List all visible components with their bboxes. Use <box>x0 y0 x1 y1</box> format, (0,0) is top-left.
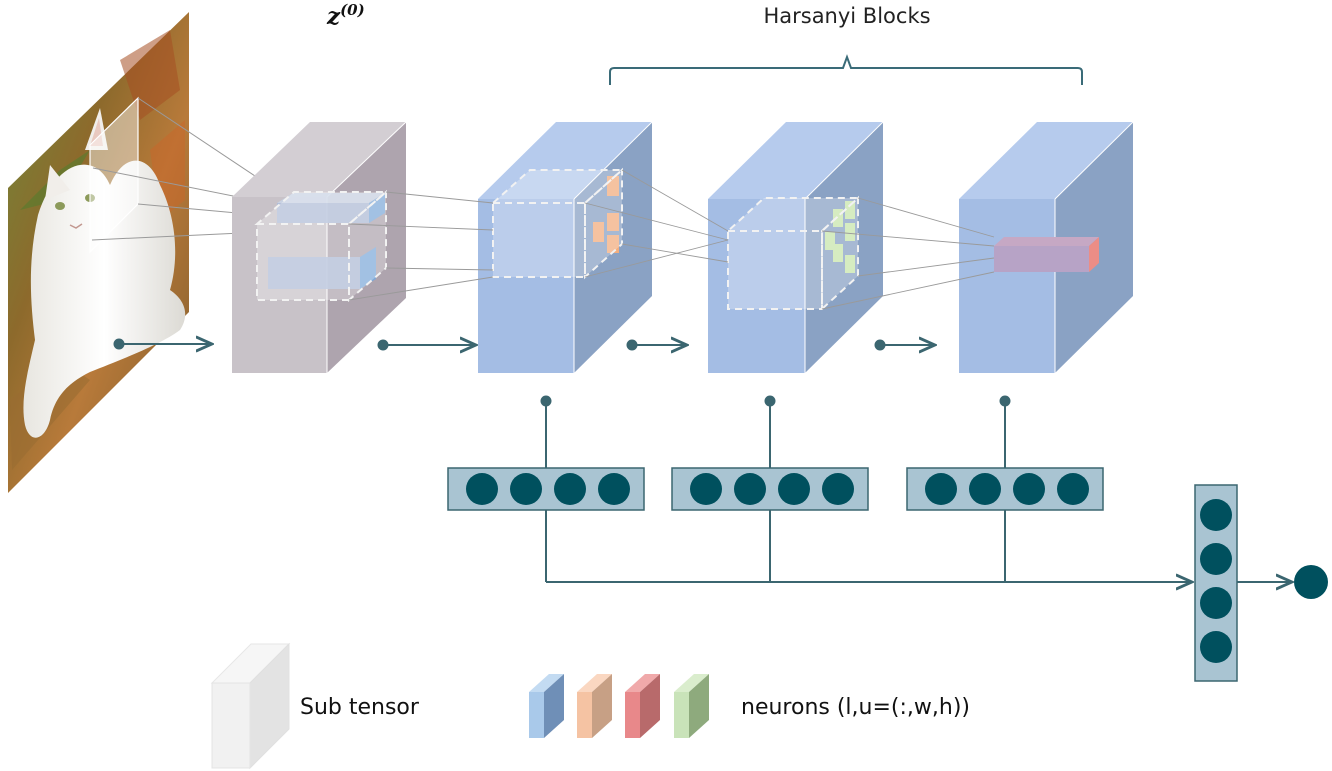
harsanyi-blocks-label: Harsanyi Blocks <box>763 4 930 28</box>
column-neuron-2 <box>1200 543 1232 575</box>
column-neuron-1 <box>1200 499 1232 531</box>
vertical-connectors <box>540 395 1011 468</box>
neuron-group-2 <box>671 467 869 511</box>
neuron-group-3 <box>906 467 1104 511</box>
neuron-2-4 <box>822 473 854 505</box>
neuron-2-2 <box>734 473 766 505</box>
neuron-3-3 <box>1013 473 1045 505</box>
output-neuron <box>1294 565 1328 599</box>
output-neuron-column <box>1194 484 1238 682</box>
legend-neurons <box>529 674 709 738</box>
legend-neuron-blue <box>529 674 564 738</box>
harsanyi-block-3 <box>959 121 1134 373</box>
flow-arrows <box>113 340 936 350</box>
neuron-2-1 <box>690 473 722 505</box>
neuron-1-1 <box>466 473 498 505</box>
tensor-z0 <box>232 121 407 373</box>
neuron-3-4 <box>1057 473 1089 505</box>
aggregation-lines <box>545 510 1292 582</box>
neuron-group-1 <box>447 467 645 511</box>
legend-neuron-green <box>674 674 709 738</box>
legend-neurons-label: neurons (l,u=(:,w,h)) <box>741 695 970 720</box>
input-image <box>8 12 189 493</box>
neuron-1-4 <box>598 473 630 505</box>
subtensor-box-block2 <box>725 195 861 312</box>
legend-neuron-orange <box>577 674 612 738</box>
subtensor-box-z0 <box>254 189 389 303</box>
harsanyi-block-2 <box>708 121 884 373</box>
legend-subtensor <box>210 642 291 770</box>
tensor-connector-lines <box>348 169 995 310</box>
legend-neuron-red <box>625 674 660 738</box>
harsanyi-bracket <box>609 54 1083 85</box>
z0-label: z(0) <box>326 1 365 30</box>
subtensor-box-block1 <box>490 167 625 280</box>
legend-subtensor-label: Sub tensor <box>300 695 420 720</box>
column-neuron-3 <box>1200 587 1232 619</box>
neuron-1-3 <box>554 473 586 505</box>
neuron-2-3 <box>778 473 810 505</box>
harsanyi-block-1 <box>478 121 653 373</box>
neuron-3-2 <box>969 473 1001 505</box>
column-neuron-4 <box>1200 631 1232 663</box>
neuron-1-2 <box>510 473 542 505</box>
neuron-3-1 <box>925 473 957 505</box>
